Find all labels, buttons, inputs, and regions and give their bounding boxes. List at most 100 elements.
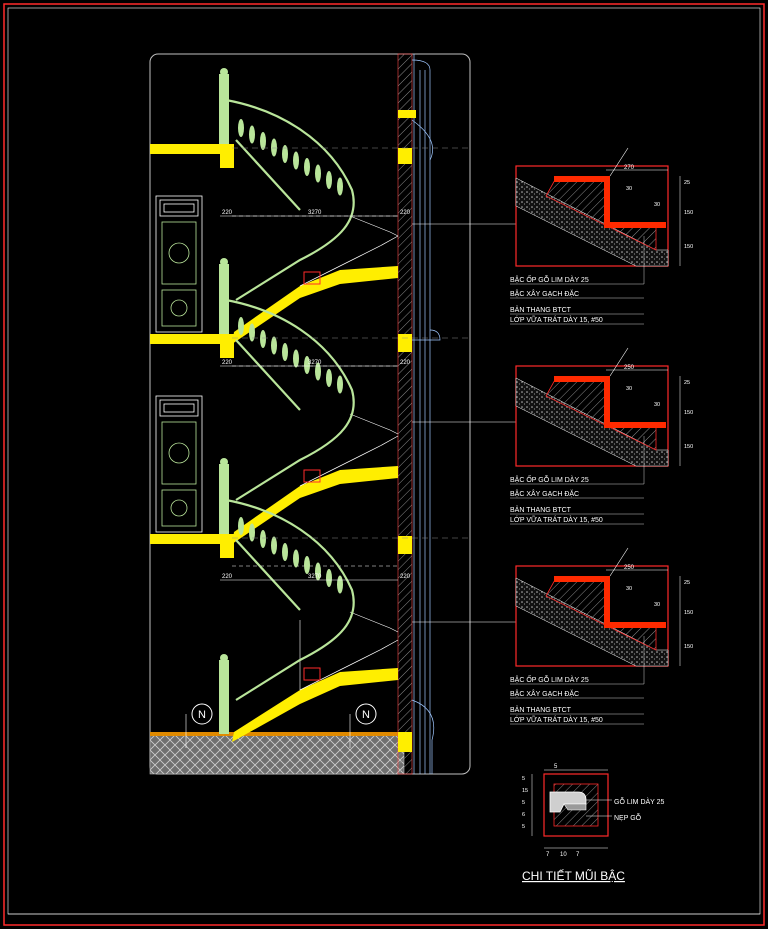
dim-left-1: 220 [222, 210, 233, 216]
section-marker-right: N [349, 703, 377, 748]
baluster [315, 164, 321, 183]
stair-flight-lines [232, 215, 399, 633]
detail-dim-right-2: 150 [684, 610, 693, 616]
stair-elevation: 220 3270 220 220 3270 220 220 3270 220 [149, 53, 471, 775]
stair-flight-1 [232, 620, 399, 742]
dim-left-2: 220 [222, 360, 233, 366]
detail-label-3: BẢN THANG BTCT [510, 505, 572, 514]
dim-mid-1: 3270 [308, 210, 322, 216]
detail-dim-right-1: 25 [684, 180, 690, 186]
nosing-profile [549, 791, 587, 813]
newel-posts [219, 68, 229, 734]
baluster [249, 523, 255, 542]
detail-label-4: LỚP VỮA TRÁT DÀY 15, #50 [510, 515, 603, 524]
detail-label-3: BẢN THANG BTCT [510, 305, 572, 314]
detail-label-1: BẬC ỐP GỖ LIM DÀY 25 [510, 674, 589, 684]
dimension-lines [220, 215, 398, 581]
section-marker-left: N [185, 703, 213, 748]
baluster [293, 349, 299, 368]
detail-dim-top: 270 [624, 165, 635, 171]
floor-dimensions: 220 3270 220 220 3270 220 220 3270 220 [222, 210, 411, 580]
baluster [304, 356, 310, 374]
baluster [260, 530, 266, 548]
nosing-dim-top: 5 [554, 764, 558, 770]
drawing-frame [3, 3, 765, 926]
dim-mid-3: 3270 [308, 574, 322, 580]
detail-dim-right-3: 150 [684, 644, 693, 650]
baluster [249, 323, 255, 342]
ground-floor-tiles [149, 733, 405, 775]
nosing-dim-left-5: 5 [522, 824, 525, 830]
baluster [337, 177, 343, 196]
nosing-detail: 5 5 15 5 6 5 7 10 7 GỖ LIM DÀY 25 NẸP GỖ… [522, 764, 665, 883]
marker-label-right: N [362, 709, 370, 721]
detail-dim-right-2: 150 [684, 210, 693, 216]
nosing-dim-left-3: 5 [522, 800, 525, 806]
baluster [337, 375, 343, 394]
wood-cladding [554, 576, 666, 628]
detail-frame [515, 365, 669, 467]
baluster [326, 369, 332, 387]
wood-cladding [554, 376, 666, 428]
baluster [238, 517, 244, 535]
detail-label-1: BẬC ỐP GỖ LIM DÀY 25 [510, 474, 589, 484]
baluster [304, 158, 310, 176]
detail-dim-top: 250 [624, 565, 635, 571]
baluster [271, 138, 277, 157]
detail-label-1: BẬC ỐP GỖ LIM DÀY 25 [510, 274, 589, 284]
detail-dim-small-1: 30 [626, 386, 632, 392]
nosing-label-strip: NẸP GỖ [614, 813, 642, 822]
baluster [238, 317, 244, 335]
baluster [315, 362, 321, 381]
detail-dim-right-2: 150 [684, 410, 693, 416]
detail-label-2: BẬC XÂY GẠCH ĐẶC [510, 489, 579, 498]
detail-dim-small-2: 30 [654, 402, 660, 408]
detail-dim-top: 250 [624, 365, 635, 371]
baluster [293, 151, 299, 170]
detail-leader-top [609, 547, 629, 577]
detail-label-4: LỚP VỮA TRÁT DÀY 15, #50 [510, 715, 603, 724]
baluster [260, 132, 266, 150]
detail-leaders [412, 223, 516, 623]
detail-dim-right-3: 150 [684, 244, 693, 250]
nosing-dim-bottom-1: 7 [546, 852, 550, 858]
nosing-dim-left-2: 15 [522, 788, 528, 794]
detail-dim-right-1: 25 [684, 380, 690, 386]
baluster [260, 330, 266, 348]
dim-left-3: 220 [222, 574, 233, 580]
floor-slabs [150, 110, 416, 752]
handrails [225, 98, 355, 701]
baluster [282, 145, 288, 163]
stair-flight-3 [232, 235, 399, 344]
red-markers [303, 271, 321, 681]
baluster [326, 569, 332, 587]
door-lower [155, 395, 203, 533]
nosing-dim-left-4: 6 [522, 812, 525, 818]
nosing-dim-bottom-3: 7 [576, 852, 580, 858]
detail-frame [515, 165, 669, 267]
baluster [326, 171, 332, 189]
baluster [238, 119, 244, 137]
wall-section-hatch [397, 53, 413, 775]
nosing-label-wood: GỖ LIM DÀY 25 [614, 797, 665, 806]
door-upper [155, 195, 203, 333]
nosing-title: CHI TIẾT MŨI BẬC [522, 868, 625, 883]
baluster [315, 562, 321, 581]
detail-dim-small-1: 30 [626, 186, 632, 192]
nosing-red-frame [543, 773, 609, 837]
detail-dim-small-2: 30 [654, 602, 660, 608]
baluster [282, 343, 288, 361]
baluster [304, 556, 310, 574]
baluster [337, 575, 343, 594]
detail-dim-small-2: 30 [654, 202, 660, 208]
dim-right-3: 220 [400, 574, 411, 580]
detail-dim-right-1: 25 [684, 580, 690, 586]
baluster [282, 543, 288, 561]
detail-dim-right-3: 150 [684, 444, 693, 450]
detail-dim-small-1: 30 [626, 586, 632, 592]
detail-label-4: LỚP VỮA TRÁT DÀY 15, #50 [510, 315, 603, 324]
detail-label-2: BẬC XÂY GẠCH ĐẶC [510, 689, 579, 698]
